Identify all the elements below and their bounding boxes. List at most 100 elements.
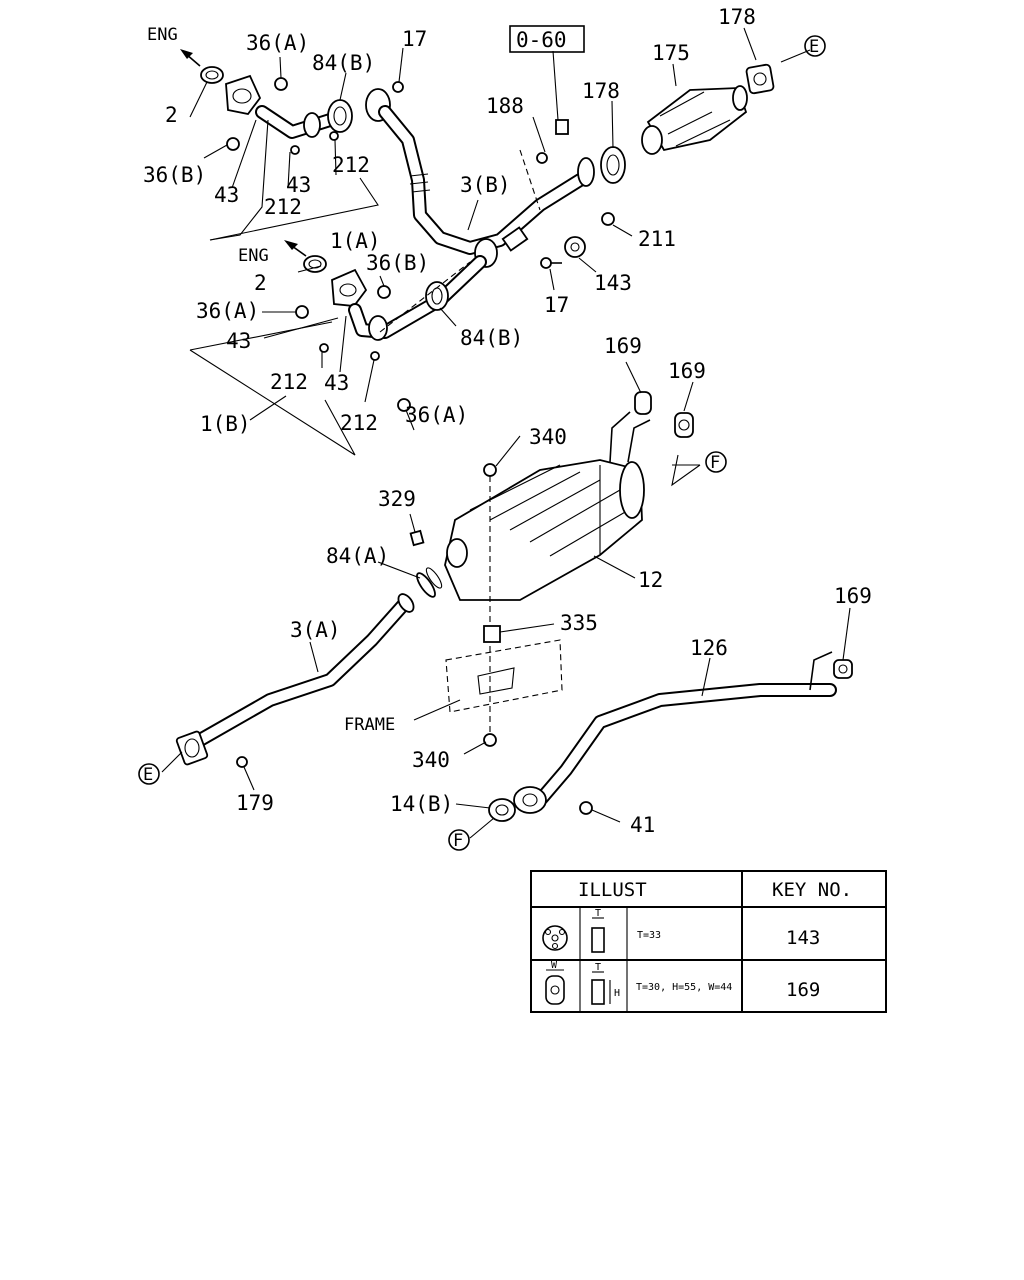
illust-mount-143: T [542,908,605,953]
label-126: 126 [690,636,728,660]
gasket-84b-mid [425,281,449,311]
hanger-169-b [674,412,694,438]
illust-hanger-169: W T H [545,960,620,1005]
front-pipe-1b-assembly [284,240,487,412]
label-43-d: 43 [324,371,349,395]
pipe-3b [378,105,615,269]
ref-circle-f-mid [705,451,727,473]
label-3b: 3(B) [460,173,511,197]
nut-179 [236,756,248,768]
row2-dim-w: W [551,960,558,971]
bracket-188 [555,119,569,135]
label-169-b: 169 [668,359,706,383]
key-table-border [530,870,887,1013]
label-169-a: 169 [604,334,642,358]
label-43-c: 43 [226,329,251,353]
gasket-2-top [200,66,224,84]
bolt-212-c [319,343,329,353]
gasket-84a [416,572,436,598]
label-e-low: E [143,765,153,785]
label-43-b: 43 [286,173,311,197]
label-340-top: 340 [529,425,567,449]
label-36b-mid: 36(B) [366,251,429,275]
label-175: 175 [652,41,690,65]
row2-dim-t: T [595,962,601,973]
nut-36a-mid [295,305,309,319]
gasket-178-top [745,63,775,95]
gasket-14b [488,798,516,822]
label-1b: 1(B) [200,412,251,436]
eng-arrow-mid [291,245,307,257]
flange-126 [513,786,547,814]
label-212-b: 212 [264,195,302,219]
label-36a-mid: 36(A) [196,299,259,323]
label-2-top: 2 [165,103,178,127]
nut-36b-top [226,137,240,151]
table-header-illust: ILLUST [578,879,647,901]
ref-circle-e-top [804,35,826,57]
hangers-169 [634,391,853,679]
nut-36b-mid [377,285,391,299]
label-84b-mid: 84(B) [460,326,523,350]
label-43-a: 43 [214,183,239,207]
label-143: 143 [594,271,632,295]
bracket-335-frame [445,476,563,747]
label-2-mid: 2 [254,271,267,295]
clip-329 [409,529,425,547]
label-3a: 3(A) [290,618,341,642]
row2-spec: T=30, H=55, W=44 [636,982,732,993]
gasket-178-mid [600,146,626,184]
part-labels: ENG 2 36(A) 84(B) 17 0-60 178 175 E 188 … [138,5,872,851]
label-84b-top: 84(B) [312,51,375,75]
row2-dim-h: H [614,988,620,999]
nut-36a-low [397,398,411,412]
row1-spec: T=33 [637,930,661,941]
bracket-335 [483,625,501,643]
label-36a-top: 36(A) [246,31,309,55]
nut-36a-top [274,77,288,91]
table-header-key: KEY NO. [772,879,852,901]
bolt-212-d [370,351,380,361]
key-table: ILLUST KEY NO. T T=33 143 W T H T=30, [530,870,887,1013]
label-329: 329 [378,487,416,511]
label-211: 211 [638,227,676,251]
ref-circle-f-low [448,829,470,851]
label-eng-mid: ENG [238,246,269,266]
gasket-84b-top [327,99,353,133]
label-1a: 1(A) [330,229,381,253]
label-84a: 84(A) [326,544,389,568]
label-36a-low: 36(A) [405,403,468,427]
manifold-flange-1a [225,74,262,115]
label-212-a: 212 [332,153,370,177]
front-pipe-1a-assembly [180,49,404,155]
label-frame: FRAME [344,715,395,735]
label-ref-box: 0-60 [516,28,567,52]
label-eng-top: ENG [147,25,178,45]
label-335: 335 [560,611,598,635]
label-17-top: 17 [402,27,427,51]
mount-143 [564,236,586,258]
row1-dim-t: T [595,908,601,919]
label-17-mid: 17 [544,293,569,317]
label-f-low: F [453,831,463,851]
nut-340-top [483,463,497,477]
label-340-low: 340 [412,748,450,772]
row1-key: 143 [786,927,820,949]
manifold-flange-1b [331,268,368,307]
hanger-169-c [833,659,853,679]
ref-box [509,25,585,53]
bolt-212-b [329,131,339,141]
label-12: 12 [638,568,663,592]
label-14b: 14(B) [390,792,453,816]
bolt-17-top [392,81,404,93]
row2-key: 169 [786,979,820,1001]
nut-41 [579,801,593,815]
catalytic-converter-175 [600,63,775,184]
bolt-17-mid [540,257,552,269]
label-36b-top: 36(B) [143,163,206,187]
leader-lines [161,27,851,839]
label-188: 188 [486,94,524,118]
gasket-2-mid [303,255,327,273]
label-212-c: 212 [270,370,308,394]
